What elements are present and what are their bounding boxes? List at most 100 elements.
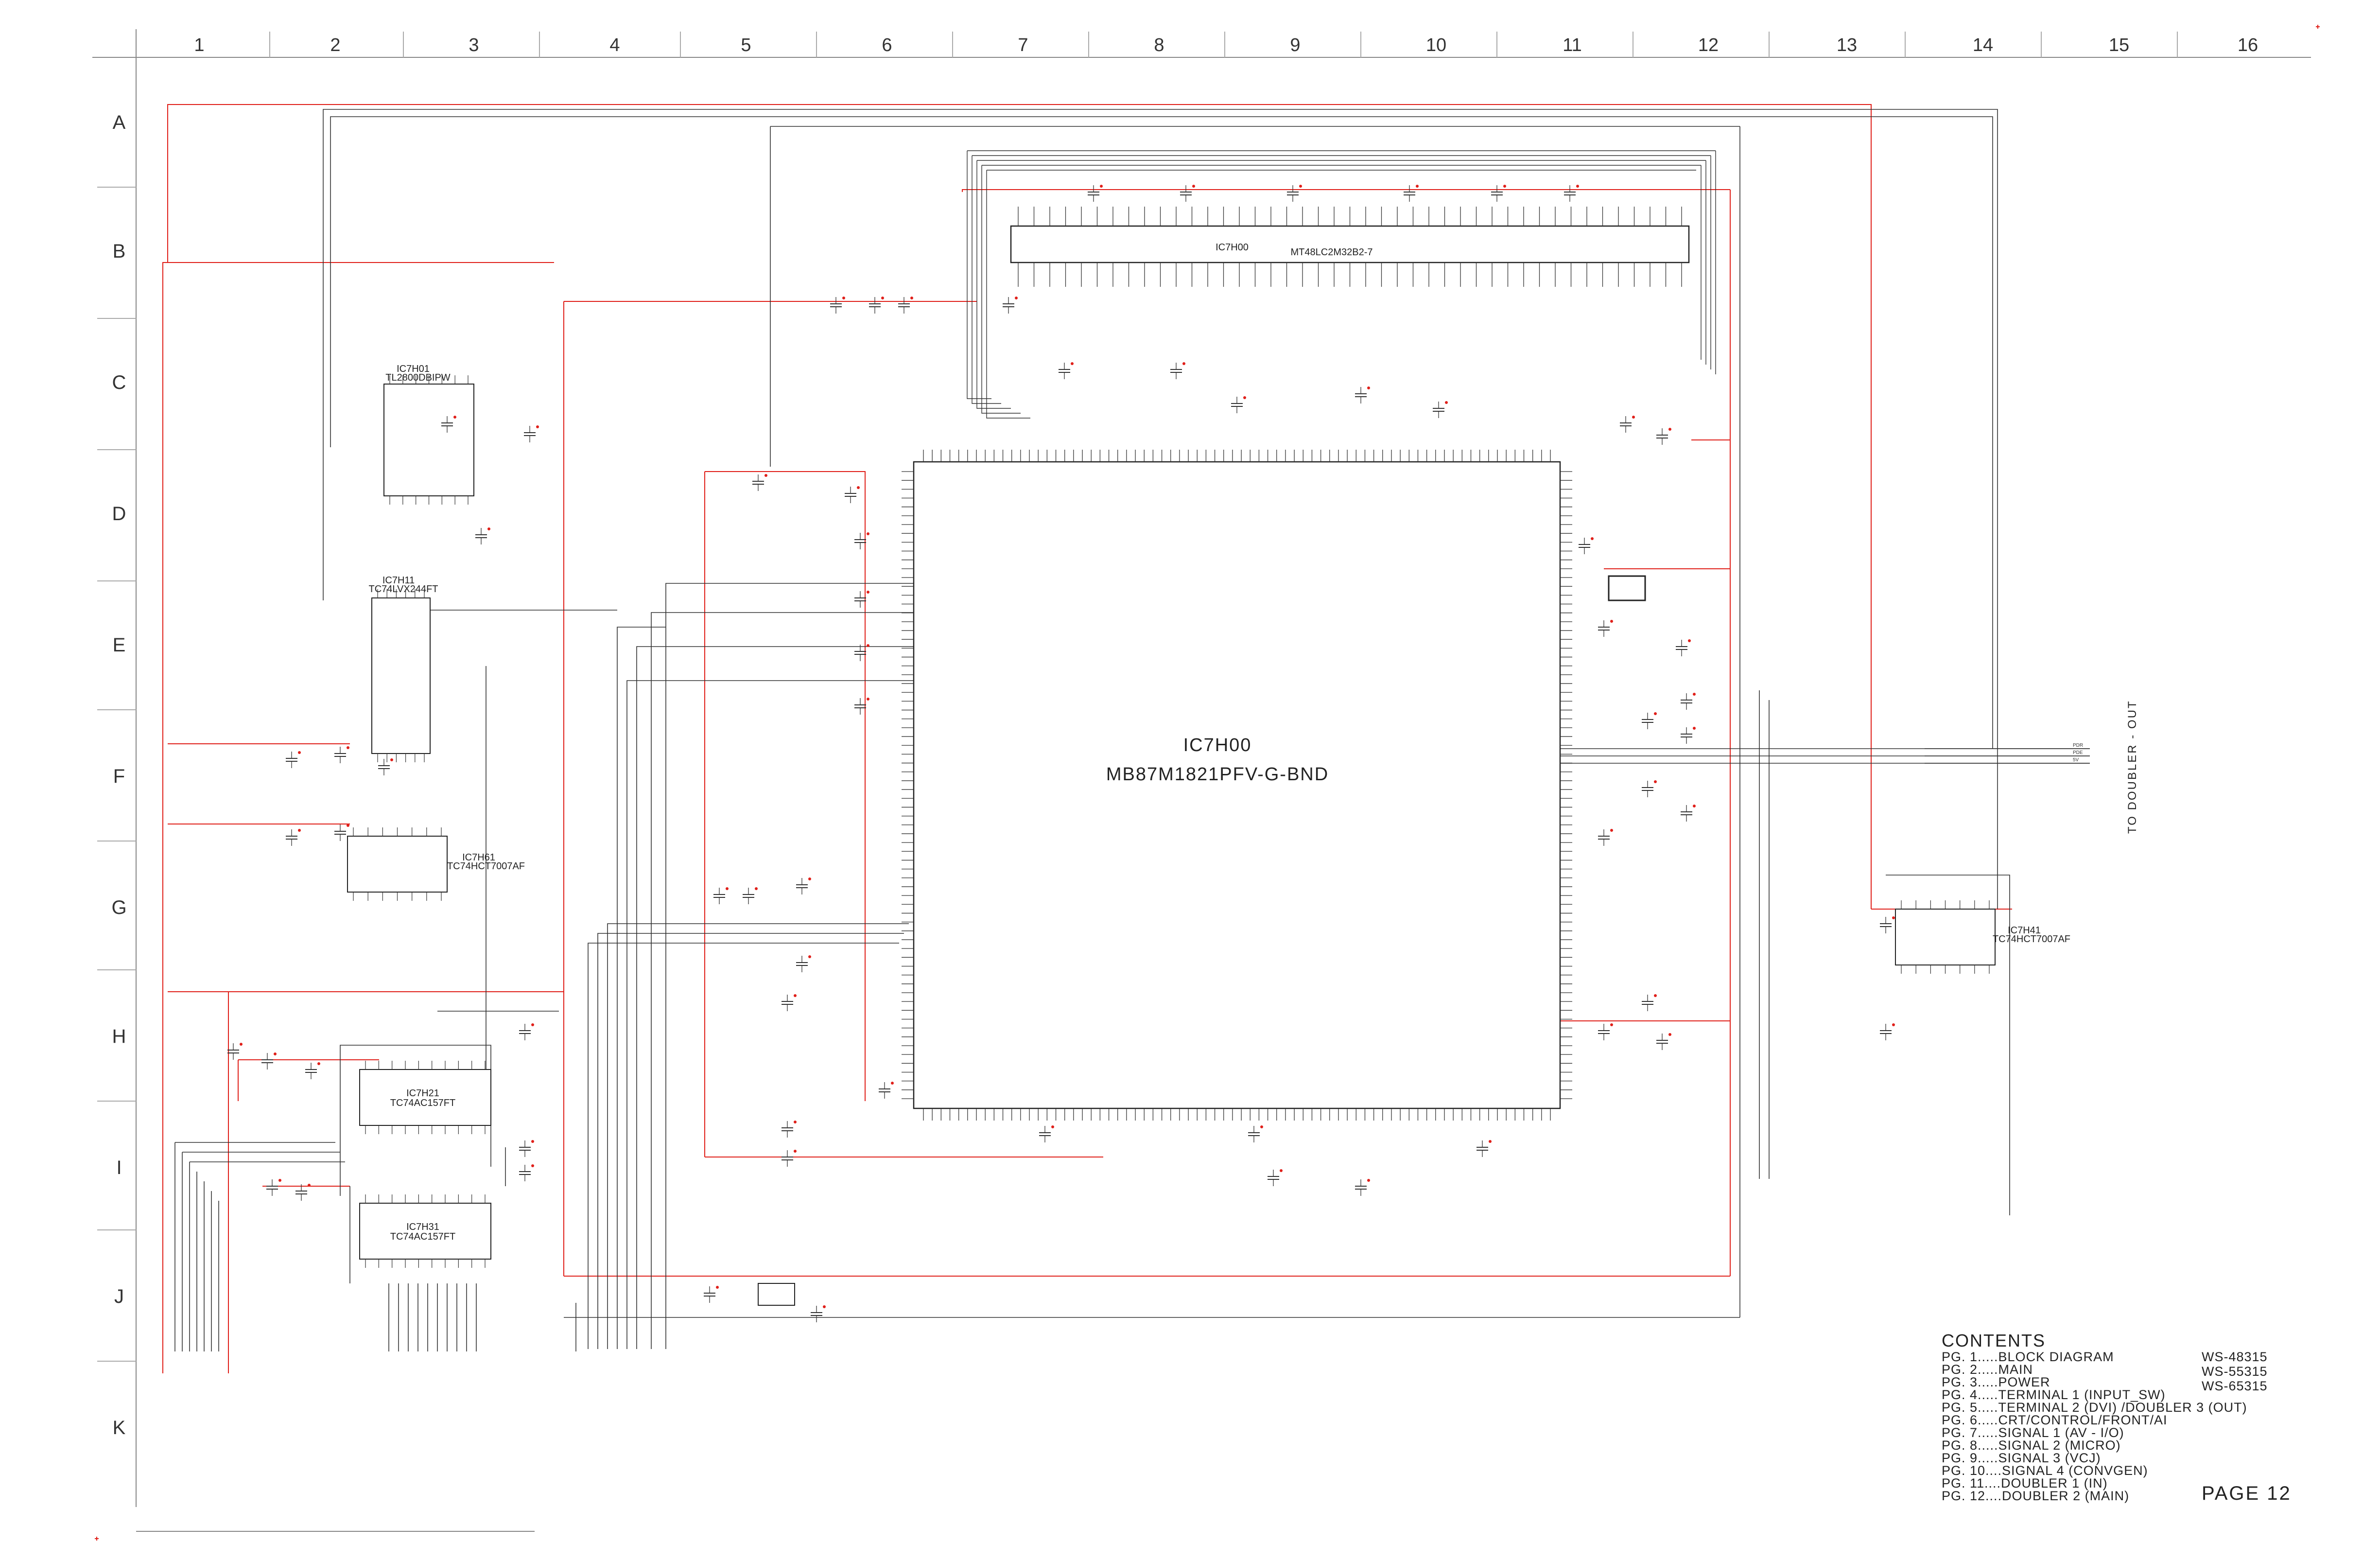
col-label: 1 [194,35,204,55]
memory-chip: IC7H00 MT48LC2M32B2-7 [1010,207,1690,287]
col-label: 3 [469,35,479,55]
contents-heading: CONTENTS [1942,1331,2046,1350]
junction-dot [867,644,869,647]
junction-dot [808,955,811,958]
frame [92,29,2311,1507]
signal-wires [174,109,2090,1351]
junction-dot [1367,1179,1370,1182]
junction-dot [1503,185,1506,188]
junction-dot [1260,1125,1263,1128]
output-label: PDR [2073,743,2083,748]
junction-dot [1367,386,1370,389]
contents-block: CONTENTS PG. 1.....BLOCK DIAGRAM PG. 2..… [1942,1331,2290,1504]
junction-dot [1693,693,1696,696]
junction-dot [716,1286,719,1289]
junction-dot [1015,297,1018,299]
junction-dot [308,1184,311,1187]
col-label: 15 [2109,35,2129,55]
contents-item: PG. 4.....TERMINAL 1 (INPUT_SW) [1942,1387,2166,1402]
row-label: I [116,1157,122,1178]
ic-pins [353,375,1990,1268]
ic-ref: IC7H21 [406,1088,439,1099]
col-label: 10 [1426,35,1446,55]
main-chip-part: MB87M1821PFV-G-BND [1106,764,1329,785]
junction-dot [298,751,301,754]
output-label: 5V [2073,757,2079,763]
row-label: H [112,1026,126,1047]
junction-dot [240,1043,243,1046]
ic-7h01: IC7H01 TL2800DBIPW [383,364,474,496]
junction-dot [1654,994,1657,997]
junction-dot [1668,1033,1671,1036]
col-label: 9 [1290,35,1300,55]
ic-ref: IC7H11 [382,575,415,586]
ic-7h61: IC7H61 TC74HCT7007AF [347,836,525,893]
junction-dot [531,1164,534,1167]
junction-dot [1688,639,1691,642]
contents-item: PG. 12....DOUBLER 2 (MAIN) [1942,1489,2129,1503]
junction-dot [1632,416,1635,419]
junction-dot [453,416,456,419]
output-lines [1925,748,2090,764]
junction-dot [1591,537,1594,540]
junction-dot [1610,829,1613,832]
contents-item: PG. 3.....POWER [1942,1375,2050,1389]
junction-dot [1445,401,1448,404]
ic-ref: IC7H31 [406,1222,439,1232]
row-dividers [97,187,136,1362]
contents-item: PG. 5.....TERMINAL 2 (DVI) /DOUBLER 3 (O… [1942,1400,2247,1415]
contents-model: WS-48315 [2202,1350,2268,1364]
row-labels: A B C D E F G H I J K [111,112,126,1438]
main-chip-body [913,461,1561,1109]
contents-item: PG. 11....DOUBLER 1 (IN) [1942,1476,2108,1490]
row-label: K [113,1417,126,1438]
col-label: 2 [330,35,340,55]
ic-part: TC74HCT7007AF [1993,934,2070,945]
sdram-bus [967,150,1716,419]
junction-dot [531,1140,534,1143]
memory-chip-part: MT48LC2M32B2-7 [1291,247,1373,258]
junction-dot [891,1082,894,1085]
junction-dot [867,532,869,535]
col-label: 14 [1973,35,1993,55]
contents-item: PG. 2.....MAIN [1942,1362,2033,1377]
ic-7h31: IC7H31 TC74AC157FT [359,1203,491,1260]
main-chip-ref: IC7H00 [1183,735,1252,755]
col-label: 7 [1018,35,1028,55]
main-chip: IC7H00 MB87M1821PFV-G-BND [902,450,1572,1121]
junction-dot [726,887,729,890]
ic-part: TC74LVX244FT [368,584,438,595]
junction-dot [794,1150,797,1153]
junction-dot [1892,1023,1895,1026]
ic-ref: IC7H61 [462,852,495,863]
junction-dot [1280,1169,1283,1172]
contents-item: PG. 1.....BLOCK DIAGRAM [1942,1350,2114,1364]
ic-part: TC74AC157FT [390,1098,456,1108]
ic-7h21: IC7H21 TC74AC157FT [359,1069,491,1126]
junction-dot [1182,362,1185,365]
memory-chip-body [1010,225,1690,263]
junction-dot [1192,185,1195,188]
junction-dot [1693,805,1696,807]
row-label: J [114,1286,124,1307]
crystal-block [1608,575,1646,601]
col-label: 11 [1563,35,1581,55]
ic-7h11: IC7H11 TC74LVX244FT [368,575,438,754]
junction-dot [347,824,349,827]
ic-part: TC74HCT7007AF [447,861,525,872]
row-label: D [112,503,126,525]
contents-model: WS-55315 [2202,1364,2268,1379]
main-chip-pins [902,450,1572,1121]
junction-dot [1243,396,1246,399]
col-label: 6 [882,35,892,55]
doubler-out-note: TO DOUBLER - OUT [2126,700,2139,834]
junction-dot [1489,1140,1492,1143]
junction-dot [1100,185,1103,188]
junction-dot [298,829,301,832]
regulator-block [758,1283,795,1306]
junction-dot [1051,1125,1054,1128]
contents-item: PG. 10....SIGNAL 4 (CONVGEN) [1942,1463,2148,1478]
junction-dot [881,297,884,299]
